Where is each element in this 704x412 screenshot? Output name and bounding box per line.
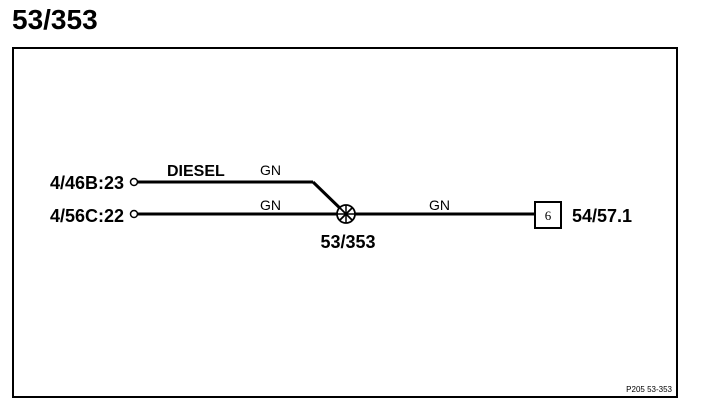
wire-function-label: DIESEL bbox=[167, 163, 225, 180]
footer-ref: P205 53-353 bbox=[626, 385, 672, 394]
diagram-frame bbox=[12, 47, 678, 398]
wire-color-output: GN bbox=[429, 197, 450, 213]
destination-ref: 54/57.1 bbox=[572, 206, 632, 226]
destination-box bbox=[534, 201, 562, 229]
page-title: 53/353 bbox=[12, 4, 98, 35]
destination-box-number: 6 bbox=[545, 208, 552, 223]
connector-bottom-label: 4/56C:22 bbox=[50, 206, 124, 226]
connector-bottom-terminal bbox=[129, 209, 139, 219]
wire-color-bottom: GN bbox=[260, 197, 281, 213]
connector-top-terminal bbox=[129, 177, 139, 187]
splice-label: 53/353 bbox=[320, 232, 375, 252]
connector-top-label: 4/46B:23 bbox=[50, 173, 124, 193]
wire-color-top: GN bbox=[260, 162, 281, 178]
splice-icon bbox=[336, 204, 356, 224]
